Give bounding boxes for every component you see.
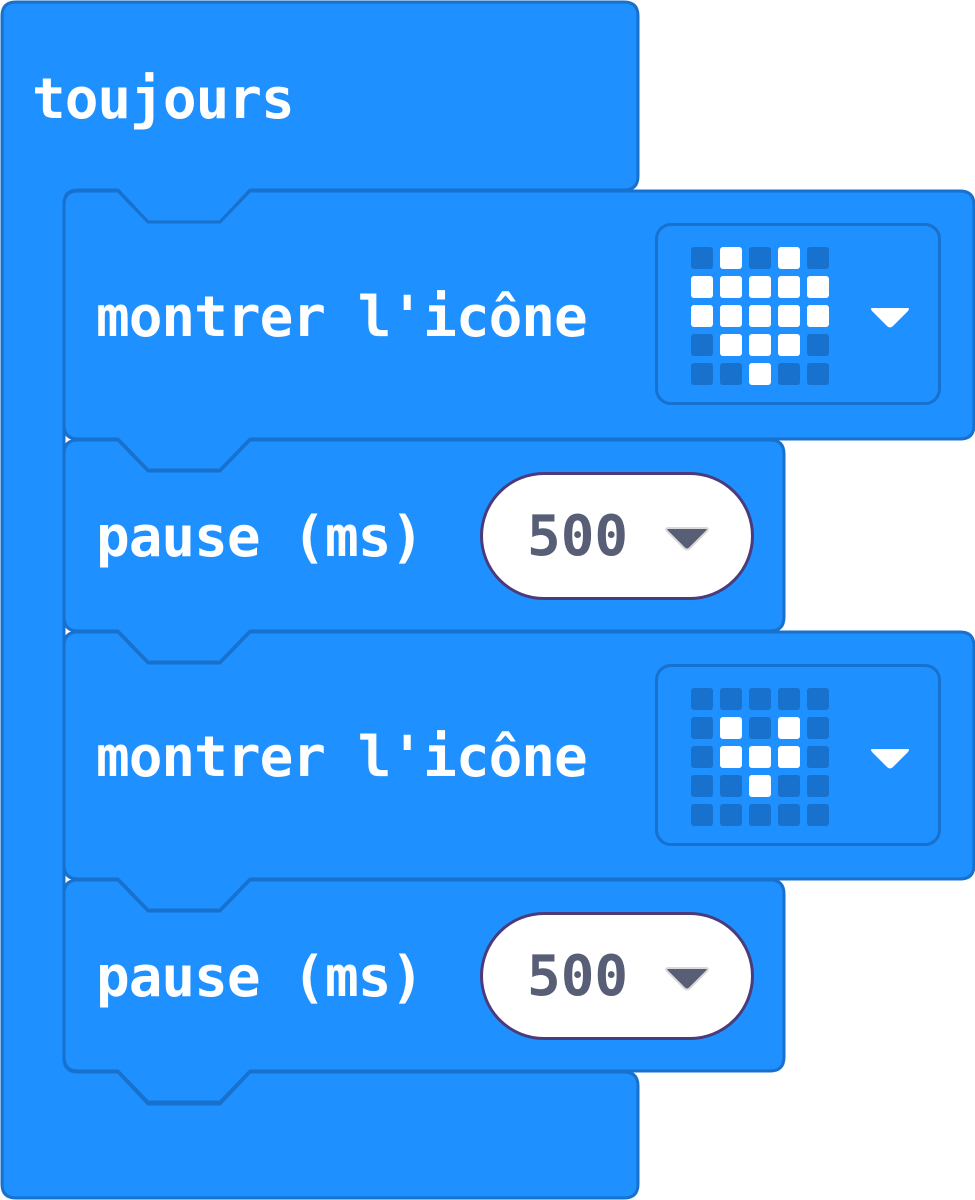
led-on <box>720 746 742 768</box>
led-on <box>720 305 742 327</box>
led-off <box>807 247 829 269</box>
led-off <box>778 804 800 826</box>
dropdown-arrow-icon[interactable] <box>868 745 912 771</box>
led-on <box>778 247 800 269</box>
led-off <box>807 363 829 385</box>
led-off <box>691 363 713 385</box>
led-on <box>749 363 771 385</box>
led-on <box>778 305 800 327</box>
pause-label: pause (ms) <box>96 945 424 1010</box>
led-off <box>807 775 829 797</box>
led-off <box>778 775 800 797</box>
led-on <box>749 334 771 356</box>
icon-picker-field[interactable] <box>655 664 941 846</box>
led-on <box>720 334 742 356</box>
led-off <box>749 247 771 269</box>
pause-duration-value: 500 <box>527 944 629 1009</box>
led-off <box>807 804 829 826</box>
led-off <box>720 363 742 385</box>
led-off <box>778 688 800 710</box>
led-on <box>778 334 800 356</box>
dropdown-arrow-icon[interactable] <box>663 963 711 993</box>
led-on <box>807 276 829 298</box>
pause-duration-field[interactable]: 500 <box>480 912 754 1040</box>
led-matrix <box>691 688 831 828</box>
dropdown-arrow-icon[interactable] <box>663 523 711 553</box>
led-off <box>807 688 829 710</box>
dropdown-arrow-icon[interactable] <box>868 304 912 330</box>
led-off <box>749 688 771 710</box>
led-on <box>691 305 713 327</box>
led-off <box>807 717 829 739</box>
led-off <box>691 688 713 710</box>
led-off <box>720 688 742 710</box>
led-on <box>749 276 771 298</box>
led-off <box>778 363 800 385</box>
led-matrix <box>691 247 831 387</box>
led-off <box>720 775 742 797</box>
led-on <box>720 276 742 298</box>
led-off <box>691 334 713 356</box>
led-on <box>749 746 771 768</box>
led-off <box>691 746 713 768</box>
led-off <box>807 334 829 356</box>
led-off <box>691 717 713 739</box>
led-on <box>807 305 829 327</box>
led-off <box>720 804 742 826</box>
led-on <box>720 247 742 269</box>
icon-picker-field[interactable] <box>655 223 941 405</box>
led-off <box>691 247 713 269</box>
led-on <box>778 746 800 768</box>
led-on <box>778 717 800 739</box>
led-off <box>691 804 713 826</box>
led-off <box>691 775 713 797</box>
led-on <box>749 775 771 797</box>
led-off <box>749 804 771 826</box>
led-on <box>691 276 713 298</box>
forever-label: toujours <box>32 67 295 132</box>
pause-duration-value: 500 <box>527 504 629 569</box>
show-icon-label: montrer l'icône <box>96 285 588 350</box>
led-on <box>749 305 771 327</box>
led-on <box>778 276 800 298</box>
led-on <box>720 717 742 739</box>
show-icon-label: montrer l'icône <box>96 725 588 790</box>
led-off <box>749 717 771 739</box>
pause-label: pause (ms) <box>96 505 424 570</box>
pause-duration-field[interactable]: 500 <box>480 472 754 600</box>
led-off <box>807 746 829 768</box>
